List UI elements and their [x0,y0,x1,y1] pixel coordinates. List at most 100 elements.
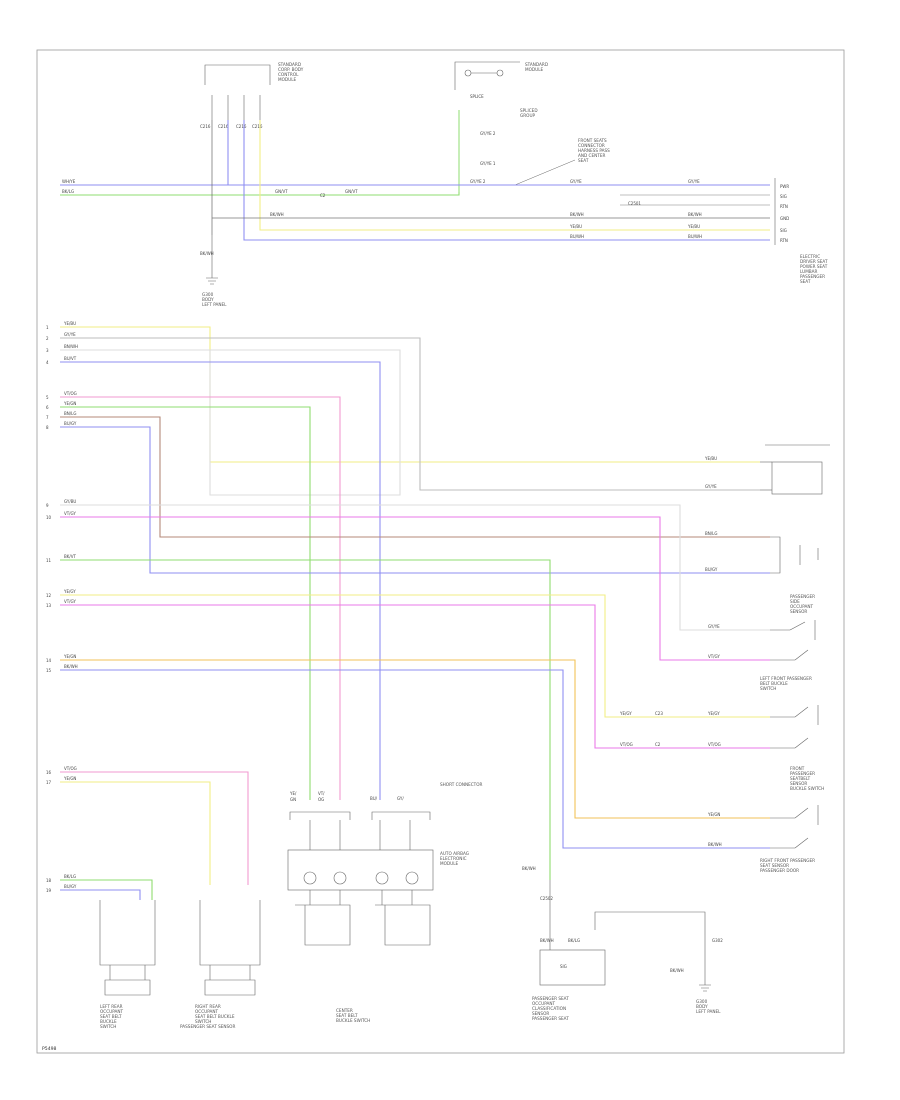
svg-text:GY/YE: GY/YE [688,179,700,184]
svg-text:SPLICE: SPLICE [470,94,484,99]
svg-text:YE/: YE/ [289,791,297,796]
svg-text:VT/GY: VT/GY [64,599,76,604]
svg-text:BK/WH: BK/WH [200,251,214,256]
svg-text:C216: C216 [218,124,229,129]
svg-text:1: 1 [46,325,49,330]
svg-text:YE/GN: YE/GN [63,654,76,659]
svg-text:YE/GN: YE/GN [63,776,76,781]
svg-text:YE/GN: YE/GN [63,401,76,406]
svg-text:C2501: C2501 [628,201,641,206]
svg-text:BK/WH: BK/WH [522,866,536,871]
svg-text:9: 9 [46,503,49,508]
svg-text:8: 8 [46,425,49,430]
svg-text:YE/BU: YE/BU [569,224,582,229]
svg-text:BK/WH: BK/WH [270,212,284,217]
svg-text:VT/GY: VT/GY [64,511,76,516]
svg-text:YE/GN: YE/GN [707,812,720,817]
svg-text:BK/WH: BK/WH [688,212,702,217]
svg-text:C23: C23 [655,711,663,716]
svg-text:BK/WH: BK/WH [670,968,684,973]
svg-text:18: 18 [46,878,52,883]
svg-text:BK/WH: BK/WH [708,842,722,847]
svg-text:GY/: GY/ [397,796,404,801]
svg-text:BK/LG: BK/LG [64,874,76,879]
svg-text:C216: C216 [200,124,211,129]
svg-text:C216: C216 [252,124,263,129]
svg-text:VT/: VT/ [318,791,325,796]
svg-text:GY/YE 1: GY/YE 1 [480,161,496,166]
svg-text:3: 3 [46,348,49,353]
svg-text:GY/YE: GY/YE [708,624,720,629]
svg-text:5: 5 [46,395,49,400]
svg-text:19: 19 [46,888,52,893]
svg-text:BU/GY: BU/GY [705,567,718,572]
passenger-seat-box [539,880,711,992]
svg-text:12: 12 [46,593,52,598]
svg-text:BK/WH: BK/WH [540,938,554,943]
page-code: P5498 [42,1046,57,1052]
svg-text:17: 17 [46,780,52,785]
svg-text:2: 2 [46,336,49,341]
svg-text:GY/YE: GY/YE [64,332,76,337]
svg-text:SIG: SIG [560,964,567,969]
svg-text:BN/LG: BN/LG [64,411,76,416]
svg-text:BK/LG: BK/LG [568,938,580,943]
svg-text:VT/OG: VT/OG [64,766,77,771]
svg-text:BK/WH: BK/WH [570,212,584,217]
svg-text:7: 7 [46,415,49,420]
svg-text:BU/: BU/ [370,796,378,801]
svg-text:BN/WH: BN/WH [64,344,78,349]
svg-text:OG: OG [318,797,324,802]
svg-text:C2: C2 [655,742,661,747]
svg-text:SIG: SIG [780,194,787,199]
svg-text:VT/OG: VT/OG [620,742,633,747]
svg-text:13: 13 [46,603,52,608]
middle-harness [60,326,770,900]
svg-text:YE/GY: YE/GY [707,711,720,716]
svg-text:GY/YE 2: GY/YE 2 [480,131,496,136]
svg-text:C2: C2 [320,193,326,198]
svg-text:BU/WH: BU/WH [688,234,702,239]
svg-text:GND: GND [780,216,789,221]
svg-text:SIG: SIG [780,228,787,233]
svg-text:BU/GY: BU/GY [64,421,77,426]
svg-text:BU/WH: BU/WH [570,234,584,239]
svg-text:4: 4 [46,360,49,365]
right-switches [770,620,819,849]
svg-text:RTN: RTN [780,204,788,209]
svg-text:G302: G302 [712,938,723,943]
svg-text:VT/OG: VT/OG [64,391,77,396]
svg-text:GN/VT: GN/VT [345,189,358,194]
svg-text:VT/OG: VT/OG [708,742,721,747]
pass-side-sensor-box [760,444,830,495]
right-rear-switch [199,900,261,996]
diagram-border [36,49,845,1054]
svg-text:GY/YE: GY/YE [570,179,582,184]
svg-text:WH/YE: WH/YE [62,179,76,184]
svg-text:11: 11 [46,558,52,563]
svg-text:C2502: C2502 [540,896,553,901]
svg-text:BK/LG: BK/LG [62,189,74,194]
left-front-switch-sym [770,536,819,574]
svg-text:BU/GY: BU/GY [64,884,77,889]
svg-text:6: 6 [46,405,49,410]
svg-text:10: 10 [46,515,52,520]
